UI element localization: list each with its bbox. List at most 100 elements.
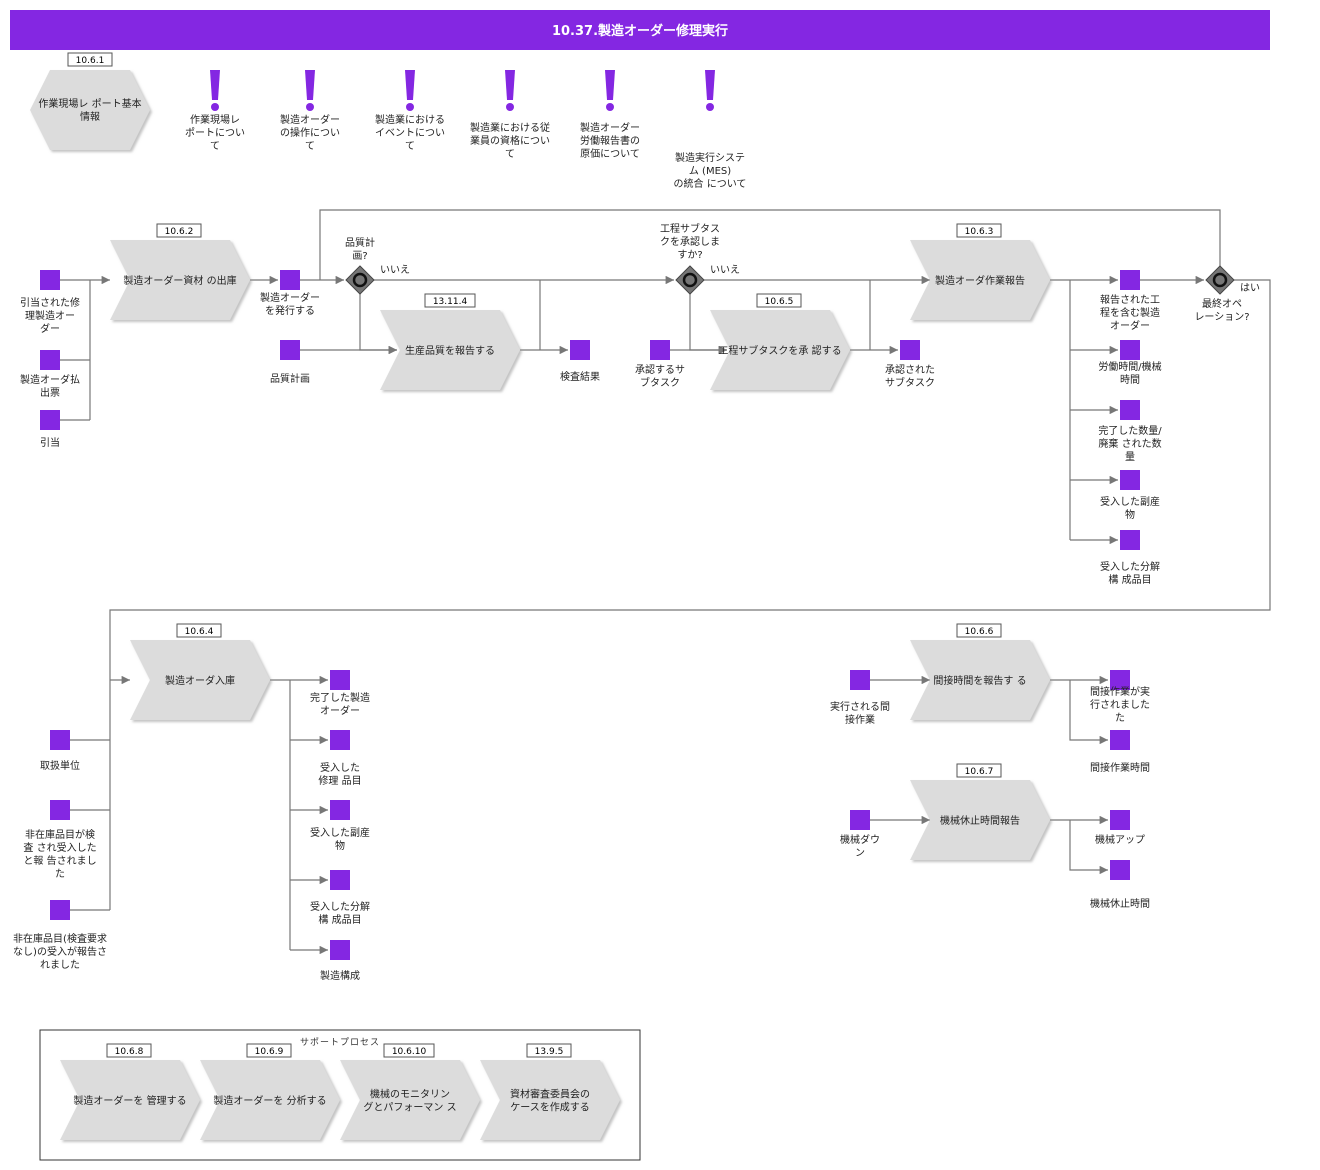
data-object-icon[interactable]: [280, 270, 300, 290]
data-object-icon[interactable]: [280, 340, 300, 360]
gateway-diamond[interactable]: [1205, 265, 1235, 295]
data-object[interactable]: 労働時間/機械時間: [1098, 340, 1162, 386]
data-object[interactable]: 取扱単位: [40, 730, 80, 772]
data-object[interactable]: 受入した修理 品目: [318, 730, 362, 787]
data-object[interactable]: 機械アップ: [1095, 810, 1145, 846]
data-object-icon[interactable]: [1120, 530, 1140, 550]
note[interactable]: 製造オーダー労働報告書の原価について: [580, 70, 640, 160]
data-object[interactable]: 受入した分解構 成品目: [310, 870, 370, 926]
data-object[interactable]: 完了した数量/廃棄 された数量: [1098, 400, 1162, 463]
data-object-icon[interactable]: [40, 350, 60, 370]
process-label: 資材審査委員会のケースを作成する: [510, 1088, 590, 1114]
data-object-icon[interactable]: [650, 340, 670, 360]
data-object[interactable]: 製造オーダ払出票: [20, 350, 80, 399]
process-chevron[interactable]: [710, 310, 850, 390]
data-object-icon[interactable]: [330, 870, 350, 890]
data-object-icon[interactable]: [330, 670, 350, 690]
process-step[interactable]: 間接時間を報告す る10.6.6: [910, 623, 1050, 720]
data-object-icon[interactable]: [1120, 470, 1140, 490]
data-object-icon[interactable]: [570, 340, 590, 360]
process-chevron[interactable]: [910, 780, 1050, 860]
data-object-icon[interactable]: [1120, 340, 1140, 360]
data-object[interactable]: 非在庫品目(検査要求なし)の受入が報告されました: [13, 900, 107, 971]
data-object-icon[interactable]: [40, 410, 60, 430]
data-object-label: 品質計画: [270, 372, 310, 385]
data-object-icon[interactable]: [40, 270, 60, 290]
gateway-diamond[interactable]: [675, 265, 705, 295]
process-tag: [956, 623, 1002, 638]
note[interactable]: 製造オーダーの操作について: [280, 70, 340, 152]
data-object[interactable]: 受入した副産物: [1100, 470, 1160, 521]
gateway-diamond[interactable]: [345, 265, 375, 295]
process-chevron[interactable]: [480, 1060, 620, 1140]
data-object-icon[interactable]: [1110, 730, 1130, 750]
decision-gateway[interactable]: 工程サブタスクを承認しますか?いいえ: [660, 222, 740, 295]
data-object-icon[interactable]: [50, 730, 70, 750]
data-object-icon[interactable]: [50, 800, 70, 820]
note[interactable]: 製造業における従業員の資格について: [470, 70, 550, 160]
process-tag-label: 10.6.5: [765, 297, 794, 307]
data-object-icon[interactable]: [1110, 810, 1130, 830]
data-object[interactable]: 製造オーダーを発行する: [260, 270, 320, 317]
decision-gateway[interactable]: 品質計画?いいえ: [345, 236, 410, 295]
data-object-icon[interactable]: [850, 810, 870, 830]
data-object-icon[interactable]: [330, 940, 350, 960]
data-object-icon[interactable]: [50, 900, 70, 920]
note[interactable]: 製造実行システム (MES)の統合 について: [674, 70, 747, 190]
support-title-bg: [292, 1036, 388, 1048]
process-label: 製造オーダ作業報告: [935, 274, 1025, 287]
data-object[interactable]: 承認されたサブタスク: [885, 340, 935, 389]
data-object[interactable]: 受入した副産物: [310, 800, 370, 852]
process-chevron[interactable]: [910, 640, 1050, 720]
data-object[interactable]: 機械休止時間: [1090, 860, 1150, 910]
data-object-icon[interactable]: [1110, 670, 1130, 690]
data-object[interactable]: 承認するサブタスク: [635, 340, 685, 389]
process-chevron[interactable]: [200, 1060, 340, 1140]
data-object-icon[interactable]: [850, 670, 870, 690]
data-object[interactable]: 引当: [40, 410, 60, 449]
data-object[interactable]: 間接作業が実行されましたた: [1090, 670, 1150, 724]
data-object[interactable]: 引当された修理製造オーダー: [20, 270, 80, 335]
data-object[interactable]: 間接作業時間: [1090, 730, 1150, 774]
data-object[interactable]: 非在庫品目が検査 され受入したと報 告されました: [23, 800, 97, 880]
process-chevron[interactable]: [910, 240, 1050, 320]
data-object-icon[interactable]: [1120, 400, 1140, 420]
hexagon-shape[interactable]: [30, 70, 150, 150]
connector-line: [109, 279, 1271, 910]
data-object-icon[interactable]: [330, 800, 350, 820]
data-object[interactable]: 報告された工程を含む製造オーダー: [1100, 270, 1160, 332]
data-object[interactable]: 受入した分解構 成品目: [1100, 530, 1160, 586]
data-object[interactable]: 機械ダウン: [840, 810, 880, 859]
process-chevron[interactable]: [60, 1060, 200, 1140]
data-object[interactable]: 検査結果: [560, 340, 600, 383]
data-object-icon[interactable]: [1110, 860, 1130, 880]
process-chevron[interactable]: [340, 1060, 480, 1140]
data-object-icon[interactable]: [1120, 270, 1140, 290]
decision-gateway[interactable]: 最終オペレーション?はい: [1194, 265, 1260, 323]
data-object-label: 機械休止時間: [1090, 897, 1150, 910]
process-chevron[interactable]: [110, 240, 250, 320]
data-object[interactable]: 製造構成: [320, 940, 360, 982]
process-chevron[interactable]: [130, 640, 270, 720]
data-object[interactable]: 品質計画: [270, 340, 310, 385]
process-chevron[interactable]: [380, 310, 520, 390]
process-label: 機械休止時間報告: [940, 814, 1020, 827]
data-object-icon[interactable]: [900, 340, 920, 360]
note[interactable]: 製造業におけるイベントについて: [375, 70, 445, 152]
support-process-step[interactable]: 機械のモニタリングとパフォーマン ス10.6.10: [340, 1043, 480, 1140]
data-object[interactable]: 完了した製造オーダー: [310, 670, 370, 717]
data-object[interactable]: 実行される間接作業: [830, 670, 890, 726]
note[interactable]: 作業現場レポートについて: [185, 70, 245, 152]
data-object-icon[interactable]: [330, 730, 350, 750]
gateway-question: 工程サブタスクを承認しますか?: [660, 222, 720, 261]
